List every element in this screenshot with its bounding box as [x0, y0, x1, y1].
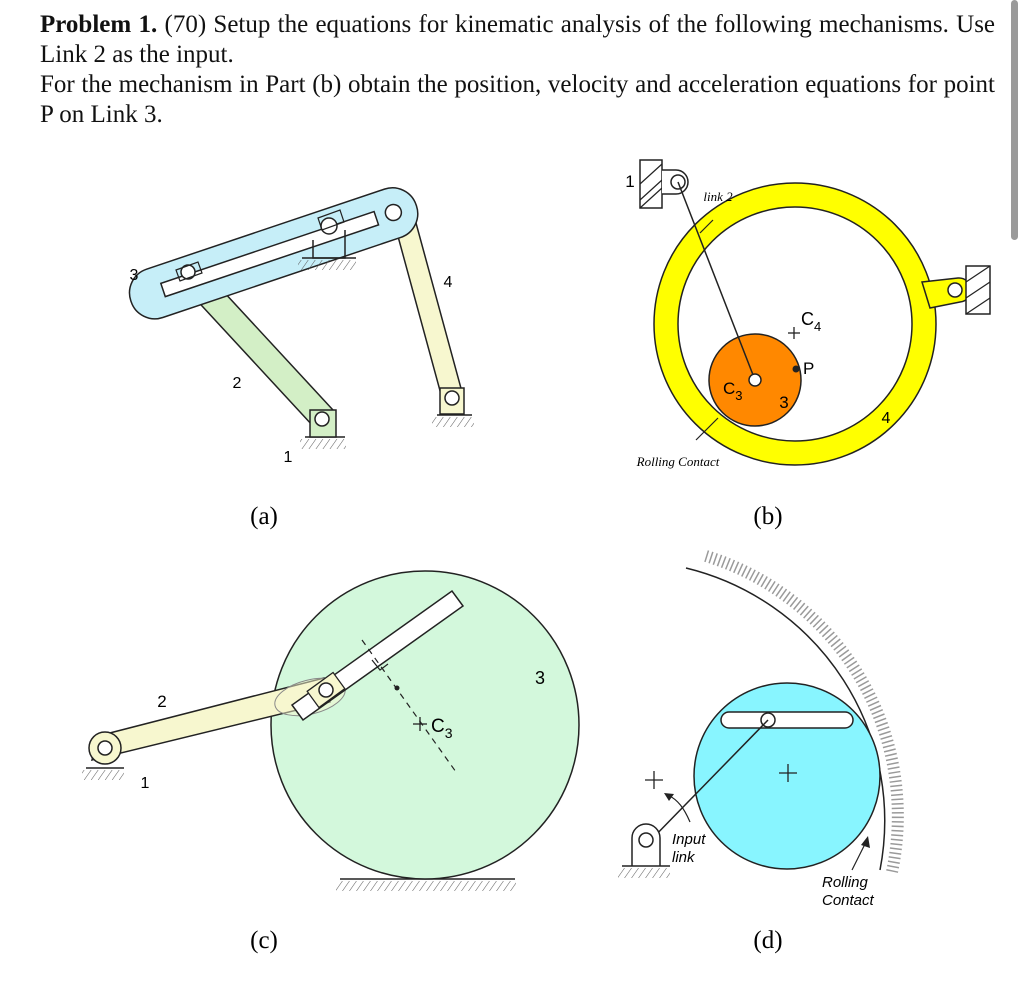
label-b-1: 1	[625, 172, 634, 191]
scrollbar[interactable]	[1011, 0, 1018, 240]
figure-c: 2 1 3 C3 (c)	[82, 570, 580, 954]
problem-heading: Problem 1.	[40, 11, 158, 38]
c3-letter: C	[723, 379, 735, 398]
center-c3-marker	[413, 717, 427, 731]
label-a-2: 2	[233, 375, 242, 392]
ground-c-left-hatch	[82, 770, 124, 780]
pin-c3	[748, 373, 762, 387]
link-4	[392, 211, 463, 399]
caption-a: (a)	[250, 503, 278, 530]
c4-subscript: 4	[814, 319, 821, 334]
c4-letter: C	[801, 309, 814, 329]
arrow-input	[667, 794, 691, 823]
ground-c-hatch	[336, 881, 516, 891]
label-b-rolling: Rolling Contact	[636, 454, 720, 469]
label-d-contact: Contact	[822, 892, 875, 909]
input-link-d	[647, 719, 769, 844]
c3-c-letter: C	[431, 716, 445, 737]
label-a-1: 1	[284, 449, 293, 466]
ground-b-left	[639, 159, 689, 209]
pivot-a-2	[314, 411, 330, 427]
caption-c: (c)	[250, 927, 278, 954]
fixed-point-d-marker	[645, 771, 663, 789]
label-d-input: Input	[672, 831, 706, 848]
problem-text: (70) Setup the equations for kinematic a…	[40, 11, 996, 68]
label-c-c3: C3	[431, 716, 453, 741]
pivot-c-2	[97, 740, 113, 756]
label-a-4: 4	[444, 274, 453, 291]
caption-d: (d)	[753, 927, 782, 954]
label-b-3: 3	[779, 393, 788, 412]
label-d-link: link	[672, 849, 696, 866]
figure-d: Input link Rolling Contact (d)	[618, 550, 904, 954]
c3-c-subscript: 3	[445, 725, 453, 741]
fixed-slider-pin-a	[298, 209, 356, 270]
center-line-c	[361, 639, 457, 773]
label-b-4: 4	[882, 410, 891, 427]
slider-a-link2	[175, 261, 203, 282]
label-c-2: 2	[157, 692, 166, 711]
disk-d	[693, 682, 881, 870]
leader-rolling	[695, 417, 719, 441]
figure-b: 1 link 2 C4 P C3 3 4 Rolling Contact (b)	[625, 159, 991, 530]
label-b-p: P	[803, 359, 814, 378]
link-3	[128, 187, 419, 320]
input-pivot-d	[618, 823, 670, 878]
part-b-text: For the mechanism in Part (b) obtain the…	[40, 71, 995, 128]
outer-ground-d	[685, 567, 886, 871]
pin-c	[318, 682, 334, 698]
point-p	[792, 365, 800, 373]
label-c-1: 1	[141, 775, 150, 792]
ring-arm	[921, 265, 991, 315]
label-b-c3: C3	[723, 379, 743, 403]
center-dot-c	[394, 685, 400, 691]
problem-statement: Problem 1. (70) Setup the equations for …	[40, 10, 995, 130]
ground-a-right	[432, 414, 474, 427]
link-2-b	[677, 181, 756, 381]
label-b-c4: C4	[801, 309, 821, 334]
center-d-marker	[779, 764, 797, 782]
label-b-link2: link 2	[703, 189, 733, 204]
ground-a-left	[300, 436, 346, 449]
caption-b: (b)	[753, 503, 782, 530]
center-c4-marker	[788, 327, 800, 339]
problem-paragraph: Problem 1. (70) Setup the equations for …	[40, 10, 995, 70]
label-a-3: 3	[130, 267, 139, 284]
pivot-a-4	[444, 390, 460, 406]
label-d-rolling: Rolling	[822, 874, 869, 891]
label-c-3: 3	[535, 668, 545, 688]
right-angle-mark	[371, 659, 389, 671]
leader-link2	[699, 219, 714, 234]
slot-d	[720, 711, 854, 729]
ring-link-4	[654, 183, 936, 465]
disk-link-3	[270, 570, 580, 880]
c3-subscript: 3	[735, 388, 742, 403]
arrowhead-rolling	[861, 836, 870, 848]
figure-a: 3 2 1 4 (a)	[128, 187, 474, 530]
arrowhead-input	[664, 793, 674, 801]
arrow-rolling	[851, 841, 867, 871]
